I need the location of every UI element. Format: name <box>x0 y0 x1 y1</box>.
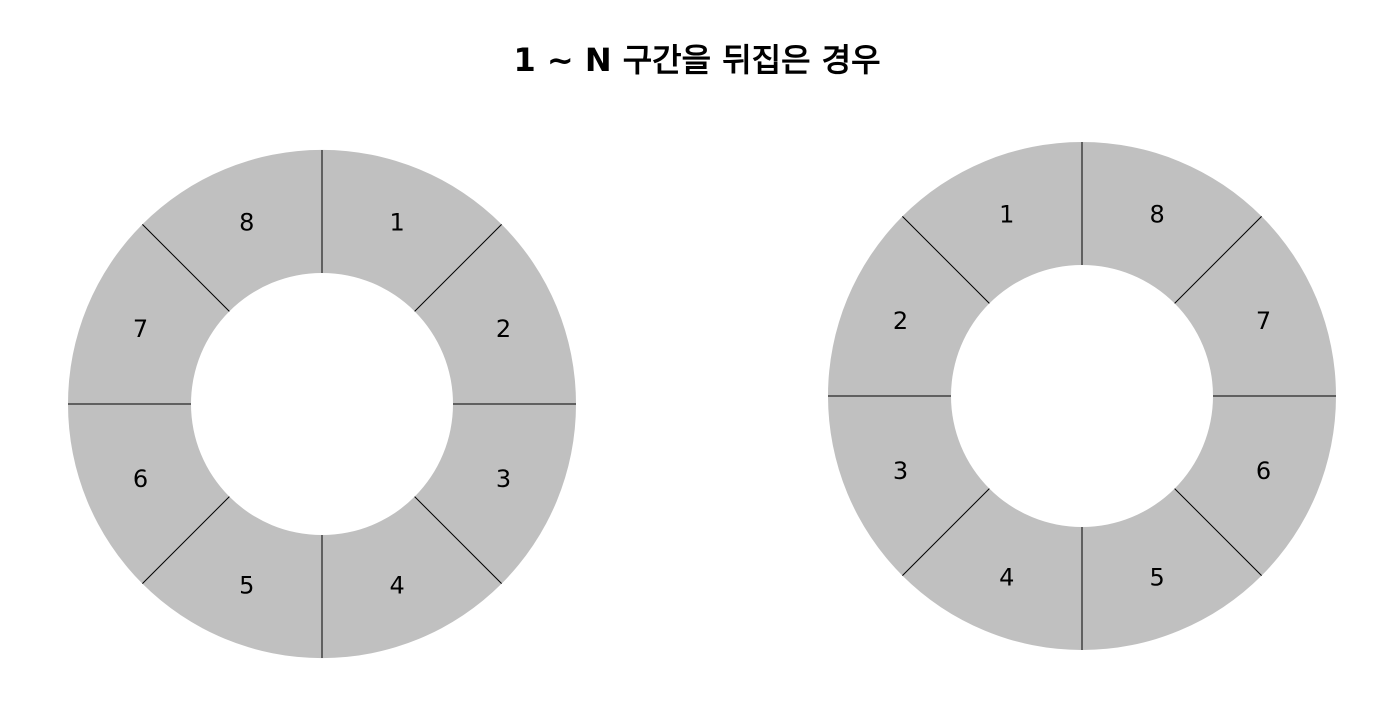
segment-label: 7 <box>133 315 148 343</box>
diagram-title: 1 ~ N 구간을 뒤집은 경우 <box>513 41 881 79</box>
segment-label: 5 <box>1150 564 1165 592</box>
segment-label: 8 <box>1150 200 1165 228</box>
segment-label: 1 <box>390 208 405 236</box>
segment-divider <box>1174 488 1262 576</box>
segment-label: 2 <box>496 315 511 343</box>
segment-label: 2 <box>893 307 908 335</box>
segment-label: 4 <box>390 572 405 600</box>
segment-label: 7 <box>1256 307 1271 335</box>
ring-original: 1 2 3 4 5 6 7 8 <box>67 149 576 659</box>
segment-divider <box>142 496 230 584</box>
segment-divider <box>142 224 230 312</box>
segment-label: 4 <box>999 564 1014 592</box>
segment-label: 6 <box>1256 457 1271 485</box>
segment-label: 3 <box>496 465 511 493</box>
segment-label: 5 <box>239 572 254 600</box>
segment-divider <box>902 216 990 304</box>
segment-label: 1 <box>999 200 1014 228</box>
ring-reversed: 8 7 6 5 4 3 2 1 <box>828 142 1336 650</box>
segment-divider <box>414 496 502 584</box>
segment-label: 6 <box>133 465 148 493</box>
segment-label: 8 <box>239 208 254 236</box>
segment-divider <box>1174 216 1262 304</box>
segment-divider <box>902 488 990 576</box>
segment-divider <box>414 224 502 312</box>
segment-label: 3 <box>893 457 908 485</box>
